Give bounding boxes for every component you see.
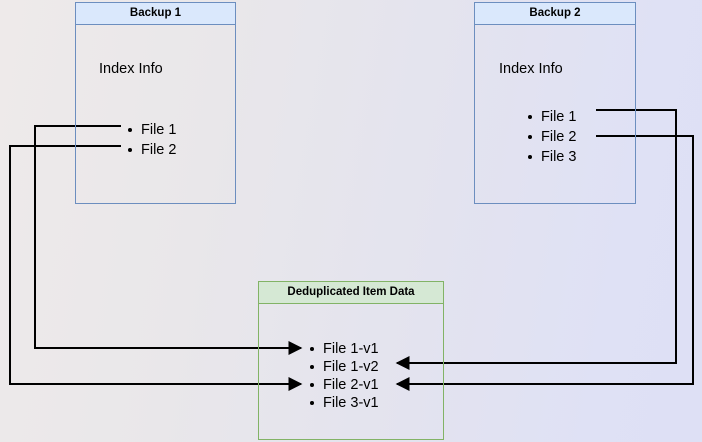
list-item[interactable]: File 3-v1 [309, 394, 379, 412]
list-item[interactable]: File 1 [127, 120, 176, 140]
node-backup-1[interactable]: Backup 1 Index Info File 1 File 2 [75, 2, 236, 204]
list-item[interactable]: File 3 [527, 147, 576, 167]
node-backup-2-subtitle: Index Info [499, 61, 563, 77]
list-item[interactable]: File 2 [127, 140, 176, 160]
list-item[interactable]: File 1 [527, 107, 576, 127]
node-backup-2-title: Backup 2 [475, 3, 635, 25]
node-backup-1-title: Backup 1 [76, 3, 235, 25]
list-item[interactable]: File 1-v2 [309, 358, 379, 376]
list-item[interactable]: File 2-v1 [309, 376, 379, 394]
node-deduplicated-item-data[interactable]: Deduplicated Item Data File 1-v1 File 1-… [258, 281, 444, 440]
node-backup-1-file-list: File 1 File 2 [127, 120, 176, 160]
list-item[interactable]: File 1-v1 [309, 340, 379, 358]
node-deduplicated-title: Deduplicated Item Data [259, 282, 443, 304]
node-backup-1-body: Index Info File 1 File 2 [76, 25, 235, 203]
node-backup-2[interactable]: Backup 2 Index Info File 1 File 2 File 3 [474, 2, 636, 204]
node-backup-2-body: Index Info File 1 File 2 File 3 [475, 25, 635, 203]
list-item[interactable]: File 2 [527, 127, 576, 147]
node-deduplicated-body: File 1-v1 File 1-v2 File 2-v1 File 3-v1 [259, 304, 443, 439]
node-backup-2-file-list: File 1 File 2 File 3 [527, 107, 576, 167]
node-deduplicated-file-list: File 1-v1 File 1-v2 File 2-v1 File 3-v1 [309, 340, 379, 412]
node-backup-1-subtitle: Index Info [99, 61, 163, 77]
